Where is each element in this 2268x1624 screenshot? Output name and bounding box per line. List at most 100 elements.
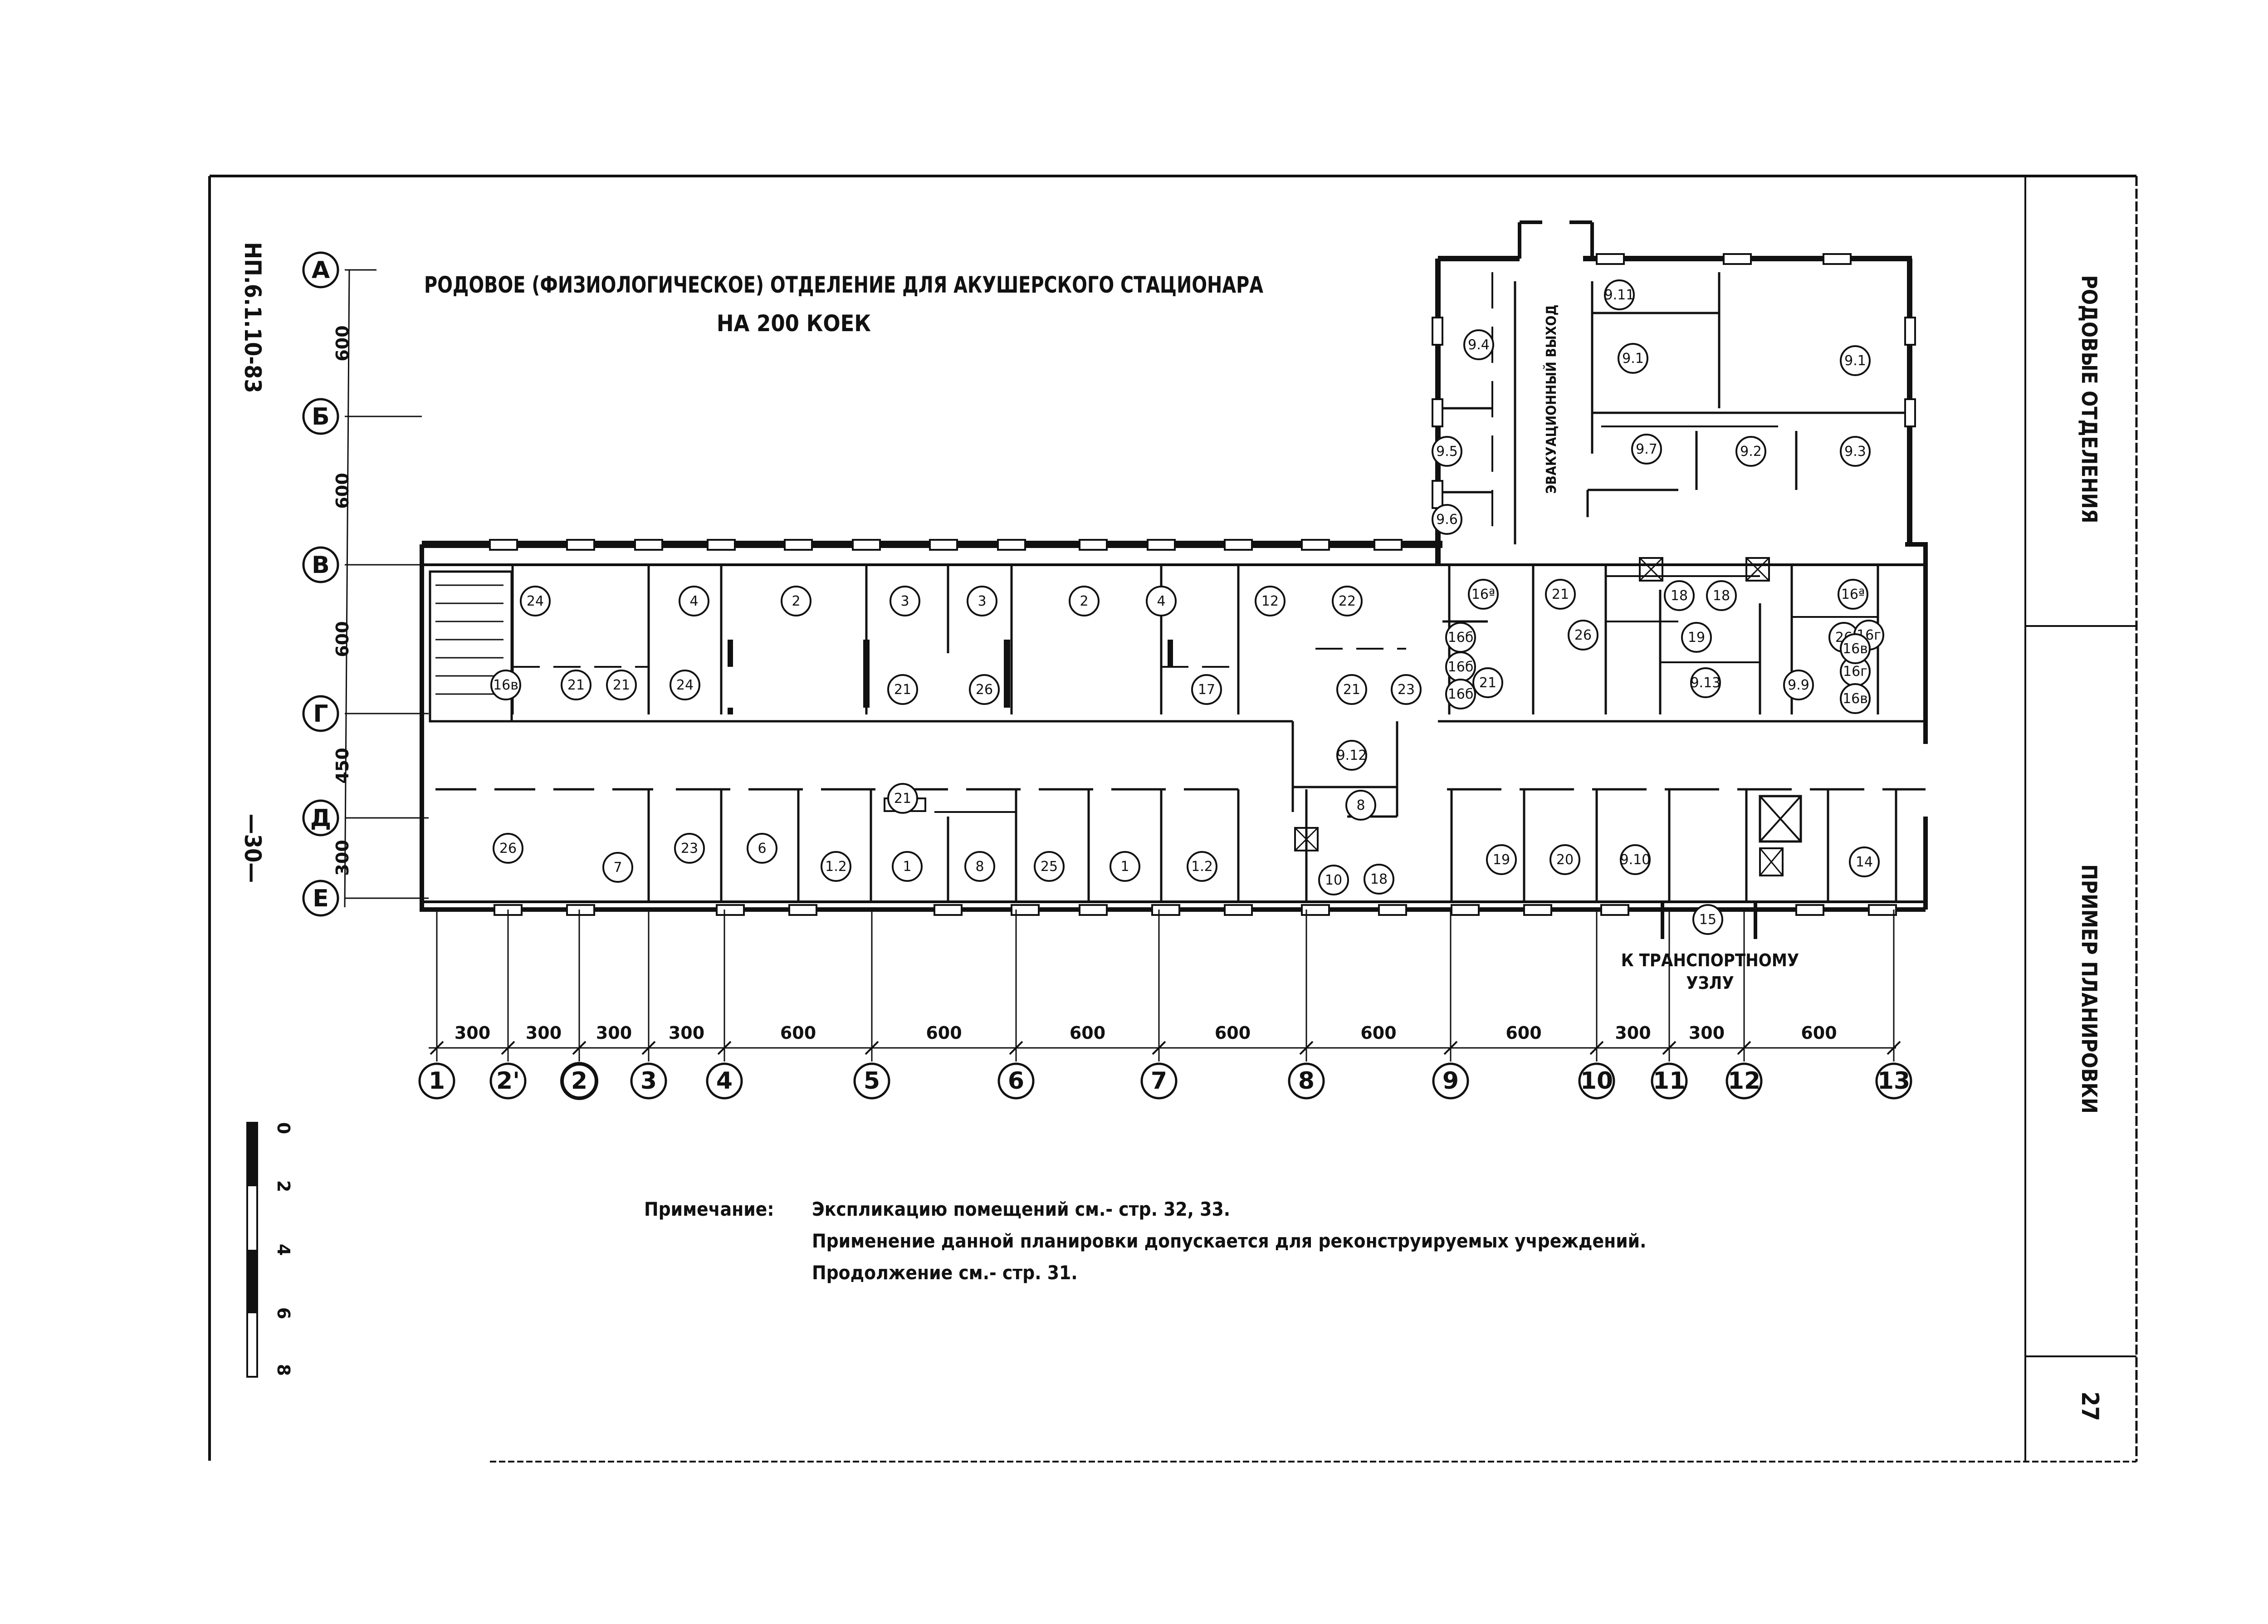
column-dimension: 600 xyxy=(780,1023,816,1043)
column-axis-label: 2 xyxy=(571,1067,587,1095)
side-sheet-number: 27 xyxy=(2076,1391,2103,1421)
room-number: 18 xyxy=(1370,871,1388,887)
room-number: 19 xyxy=(1493,852,1510,868)
document-code: НП.6.1.10-83 xyxy=(240,242,266,393)
room-number: 4 xyxy=(1157,593,1165,609)
row-dimensions: 600 600 600 450 300 xyxy=(332,325,352,876)
row-dim: 600 xyxy=(332,325,352,361)
note-line-1: Экспликацию помещений см.- стр. 32, 33. xyxy=(812,1198,1230,1220)
room-number-marker: 16ª xyxy=(1838,579,1868,610)
room-number: 21 xyxy=(613,677,630,693)
column-axis-12: 11 xyxy=(1651,910,1688,1100)
room-number-marker: 19 xyxy=(1681,622,1712,653)
room-number-marker: 16ª xyxy=(1468,579,1499,610)
sheet-frame xyxy=(208,175,2138,1463)
room-number-marker: 21 xyxy=(1545,579,1576,610)
room-number: 3 xyxy=(900,593,909,609)
column-axis-label: 11 xyxy=(1653,1067,1686,1095)
transport-label-2: УЗЛУ xyxy=(1686,973,1734,993)
column-dimension: 300 xyxy=(1689,1023,1725,1043)
column-axis-14: 13 xyxy=(1875,910,1912,1100)
column-axis-3: 2 xyxy=(560,910,598,1100)
room-number-marker: 21 xyxy=(1472,667,1503,698)
room-number-marker: 24 xyxy=(520,586,551,616)
room-number: 21 xyxy=(567,677,585,693)
svg-text:А: А xyxy=(312,257,330,284)
room-number: 3 xyxy=(978,593,986,609)
room-number: 16ª xyxy=(1471,587,1495,602)
row-dim: 600 xyxy=(332,473,352,509)
note-label: Примечание: xyxy=(644,1198,774,1220)
room-number-marker: 20 xyxy=(1549,844,1580,875)
column-dimension: 300 xyxy=(526,1023,562,1043)
column-axis-label: 7 xyxy=(1151,1067,1167,1095)
room-number: 1.2 xyxy=(825,859,847,875)
column-axis-2: 2' xyxy=(489,910,527,1100)
room-number-marker: 16в xyxy=(1840,683,1871,714)
room-number: 9.4 xyxy=(1468,337,1490,353)
svg-text:В: В xyxy=(312,552,330,579)
room-number-marker: 4 xyxy=(679,586,709,616)
side-title-example: ПРИМЕР ПЛАНИРОВКИ xyxy=(2077,864,2102,1114)
room-number: 19 xyxy=(1688,630,1705,646)
room-number-marker: 18 xyxy=(1706,580,1737,611)
room-number: 9.1 xyxy=(1622,351,1644,367)
column-axis-label: 9 xyxy=(1442,1067,1459,1095)
plan-subtitle: НА 200 КОЕК xyxy=(717,310,871,337)
room-number-marker: 15 xyxy=(1692,904,1723,935)
column-dimension: 600 xyxy=(1801,1023,1837,1043)
room-number-marker: 26 xyxy=(493,833,523,864)
room-number-marker: 16г xyxy=(1853,620,1884,651)
row-axis-d: Д xyxy=(302,799,339,836)
side-title-departments: РОДОВЫЕ ОТДЕЛЕНИЯ xyxy=(2077,275,2102,523)
room-number: 21 xyxy=(1343,682,1360,698)
room-number: 15 xyxy=(1699,912,1716,928)
room-number-marker: 2 xyxy=(1069,586,1100,616)
room-number: 12 xyxy=(1261,593,1279,609)
row-dim: 450 xyxy=(332,748,352,783)
column-axis-1: 1 xyxy=(418,910,455,1100)
room-number-marker: 8 xyxy=(964,851,995,882)
room-number-marker: 9.13 xyxy=(1690,667,1721,698)
svg-text:Д: Д xyxy=(310,805,331,832)
column-axis-label: 2' xyxy=(496,1067,520,1095)
column-dimension: 600 xyxy=(1360,1023,1396,1043)
room-number-marker: 21 xyxy=(887,783,918,814)
room-number-marker: 24 xyxy=(670,670,700,700)
room-number: 4 xyxy=(689,593,698,609)
plan-title: РОДОВОЕ (ФИЗИОЛОГИЧЕСКОЕ) ОТДЕЛЕНИЕ ДЛЯ … xyxy=(424,272,1263,298)
room-number: 9.6 xyxy=(1436,512,1458,528)
row-axis-markers: А Б В Г Д Е xyxy=(302,251,339,917)
room-number: 25 xyxy=(1041,859,1058,875)
room-number-marker: 3 xyxy=(890,586,920,616)
column-dimension: 600 xyxy=(926,1023,962,1043)
room-number: 8 xyxy=(1356,797,1365,813)
room-number: 26 xyxy=(499,841,517,856)
room-number: 2 xyxy=(792,593,800,609)
room-number-marker: 12 xyxy=(1255,586,1286,616)
room-number-marker: 2 xyxy=(781,586,811,616)
room-number-marker: 18 xyxy=(1364,864,1394,895)
room-number: 21 xyxy=(1479,675,1496,691)
room-number-marker: 18 xyxy=(1664,580,1695,611)
room-number: 9.10 xyxy=(1620,852,1651,868)
room-number-marker: 7 xyxy=(602,852,633,883)
column-axis-label: 12 xyxy=(1728,1067,1760,1095)
room-number-marker: 9.3 xyxy=(1840,436,1871,467)
room-number-marker: 6 xyxy=(747,833,777,864)
room-number-marker: 22 xyxy=(1332,586,1363,616)
row-axis-e: Е xyxy=(302,880,339,917)
room-number-marker: 21 xyxy=(561,670,591,700)
svg-text:Б: Б xyxy=(312,403,330,430)
column-axis-13: 12 xyxy=(1725,910,1763,1100)
room-number: 22 xyxy=(1339,593,1356,609)
column-axis-label: 5 xyxy=(864,1067,880,1095)
room-number-marker: 16б xyxy=(1445,651,1476,682)
room-number-marker: 16г xyxy=(1840,656,1871,687)
room-number-marker: 1.2 xyxy=(821,851,851,882)
room-number: 26 xyxy=(976,682,993,698)
room-number: 16б xyxy=(1448,630,1474,646)
room-number: 9.2 xyxy=(1740,444,1762,460)
column-axis-4: 3 xyxy=(630,910,667,1100)
